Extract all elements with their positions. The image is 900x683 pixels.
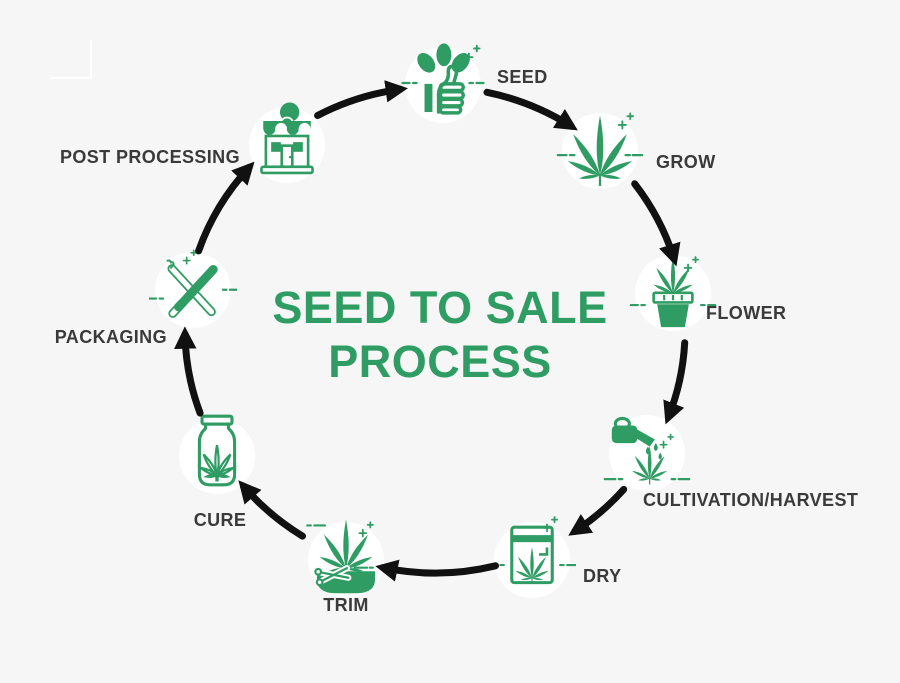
label-post-processing: POST PROCESSING [59,147,240,167]
label-trim: TRIM [323,595,369,615]
arrow-cultivation-to-dry [568,485,628,536]
label-dry: DRY [583,566,622,586]
corner-artifact [50,40,92,79]
arrow-dry-to-trim [375,559,499,582]
thumbs-up-sprout-icon [401,43,485,115]
label-flower: FLOWER [706,303,787,323]
arrow-packaging-to-postprocessing [195,161,255,255]
label-packaging: PACKAGING [54,327,167,347]
arrow-cure-to-packaging [174,326,204,417]
label-cultivation: CULTIVATION/HARVEST [643,490,859,510]
cannabis-leaf-icon [556,112,644,186]
label-grow: GROW [656,152,716,172]
storefront-icon [260,102,314,175]
label-cure: CURE [193,510,247,530]
arrow-flower-to-cultivation [663,339,689,425]
potted-cannabis-plant-icon [629,256,717,328]
dry-bag-leaf-icon [488,516,576,585]
title-line-1: SEED TO SALE [272,282,608,333]
cure-jar-icon [197,414,237,487]
title-line-2: PROCESS [328,336,552,387]
page-title: SEED TO SALE PROCESS [215,281,665,389]
trim-tray-scissors-icon [306,519,376,594]
crossed-prerolls-icon [149,249,237,318]
watering-can-icon [603,416,691,485]
label-seed: SEED [497,67,548,87]
